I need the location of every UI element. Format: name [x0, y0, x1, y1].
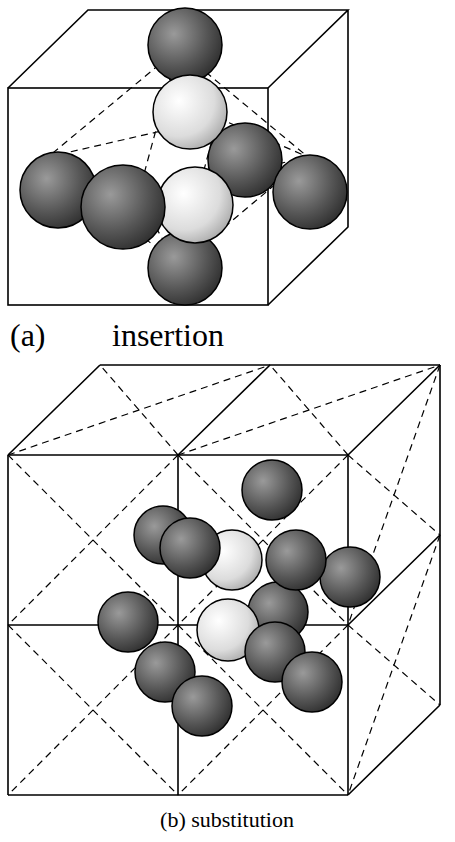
atom-spheres — [98, 460, 380, 736]
octahedron-lines — [48, 49, 308, 266]
atom-spheres — [20, 8, 347, 305]
caption-label: (b) substitution — [160, 808, 294, 832]
octahedron-lines — [8, 365, 440, 795]
cube-lattice — [8, 365, 440, 795]
caption-label: (a) — [10, 318, 46, 353]
caption-label: insertion — [112, 318, 224, 353]
